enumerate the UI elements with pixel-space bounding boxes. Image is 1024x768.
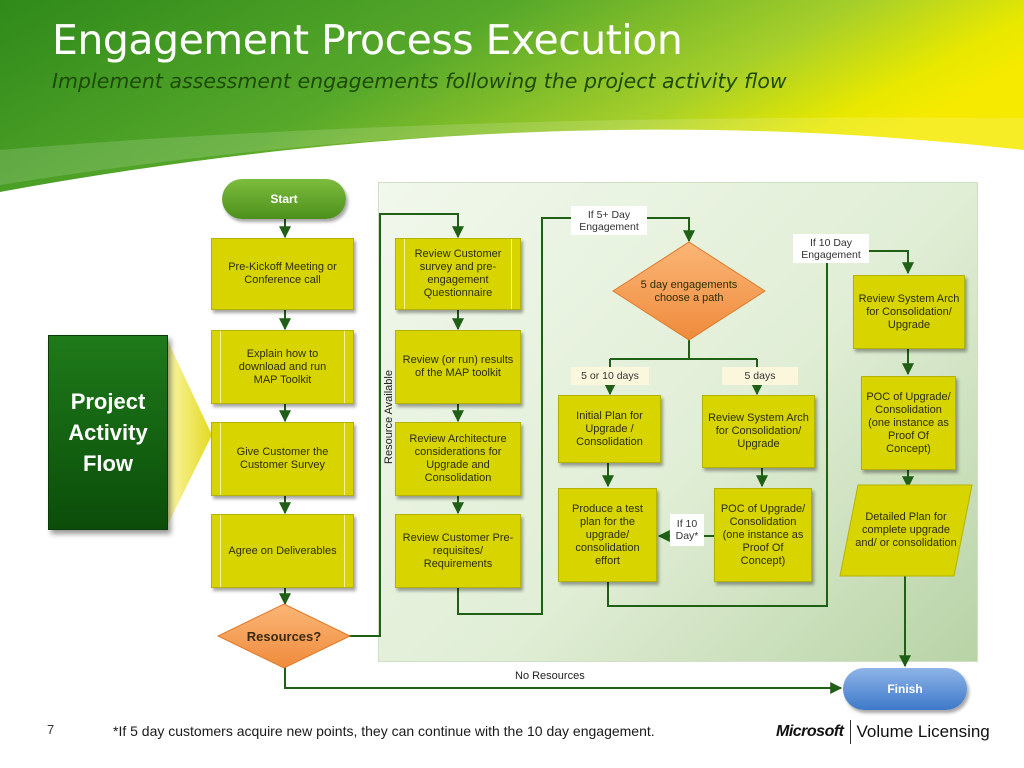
five-day-decision-shape [612, 241, 766, 341]
logo-brand: Microsoft [776, 723, 844, 740]
initial-plan-box: Initial Plan for Upgrade / Consolidation [558, 395, 661, 463]
produce-test-plan-box: Produce a test plan for the upgrade/ con… [558, 488, 657, 582]
page-number: 7 [47, 722, 55, 737]
arrow-resource-available [349, 213, 464, 637]
poc-5-day-box: POC of Upgrade/ Consolidation (one insta… [714, 488, 812, 582]
give-customer-survey-box: Give Customer the Customer Survey [211, 422, 354, 496]
project-label-line-1: Project [70, 389, 146, 414]
resources-decision-label: Resources? [246, 628, 322, 644]
arrow-no-resources [284, 667, 843, 694]
header-banner [0, 0, 1024, 192]
detailed-plan-shape [839, 484, 973, 577]
if-10-day-label: If 10 Day Engagement [793, 234, 869, 263]
arrow-test-to-10-day [607, 250, 914, 607]
five-days-label: 5 days [722, 367, 798, 385]
five-or-ten-days-label: 5 or 10 days [571, 367, 649, 385]
page-title: Engagement Process Execution [52, 16, 683, 64]
project-label-line-2: Activity [68, 420, 148, 445]
review-map-results-box: Review (or run) results of the MAP toolk… [395, 330, 521, 404]
project-label-line-3: Flow [82, 451, 134, 476]
explain-map-toolkit-box: Explain how to download and run MAP Tool… [211, 330, 354, 404]
agree-on-deliverables-box: Agree on Deliverables [211, 514, 354, 588]
if-10-day-star-label: If 10 Day* [670, 514, 704, 546]
resources-decision-shape [216, 603, 352, 669]
footnote: *If 5 day customers acquire new points, … [113, 723, 655, 739]
five-day-decision-label: 5 day engagements choose a path [640, 279, 738, 304]
review-customer-survey-box: Review Customer survey and pre-engagemen… [395, 238, 521, 310]
no-resources-label: No Resources [515, 670, 585, 682]
page-subtitle: Implement assessment engagements followi… [52, 69, 787, 93]
microsoft-volume-licensing-logo: Microsoft Volume Licensing [776, 718, 990, 746]
logo-separator [849, 720, 851, 744]
detailed-plan-label: Detailed Plan for complete upgrade and/ … [855, 511, 957, 549]
start-terminal: Start [222, 179, 346, 219]
review-system-arch-5-day-box: Review System Arch for Consolidation/ Up… [702, 395, 815, 468]
pre-kickoff-meeting-box: Pre-Kickoff Meeting or Conference call [211, 238, 354, 310]
review-system-arch-10-day-box: Review System Arch for Consolidation/ Up… [853, 275, 965, 349]
review-architecture-box: Review Architecture considerations for U… [395, 422, 521, 496]
arrow-to-5-day-decision [457, 217, 695, 615]
project-activity-flow-label: Project Activity Flow [48, 335, 168, 530]
if-5-day-label: If 5+ Day Engagement [571, 206, 647, 235]
review-prerequisites-box: Review Customer Pre-requisites/ Requirem… [395, 514, 521, 588]
logo-product: Volume Licensing [856, 722, 990, 741]
poc-10-day-box: POC of Upgrade/ Consolidation (one insta… [861, 376, 956, 470]
finish-terminal: Finish [843, 668, 967, 710]
